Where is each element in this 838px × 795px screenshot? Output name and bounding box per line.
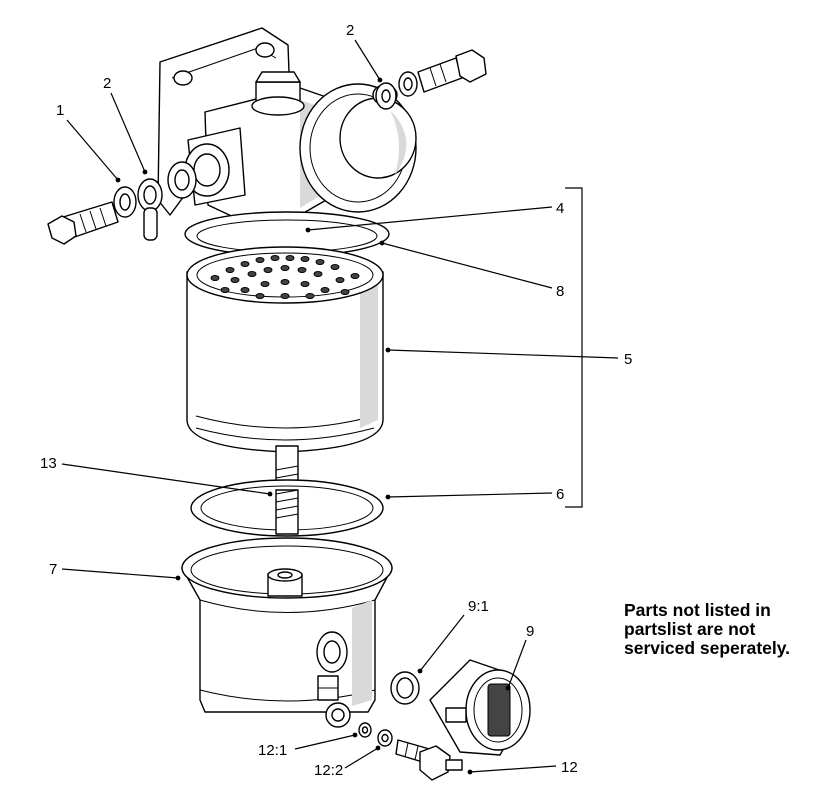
- sealing-washer-right: [375, 82, 397, 110]
- callout-12-2: 12:2: [314, 762, 343, 779]
- sealing-washer-inlet: [167, 161, 197, 199]
- service-note-line-3: serviced seperately.: [624, 638, 791, 658]
- leader-dots: [115, 77, 511, 775]
- filter-element: [186, 246, 384, 453]
- callout-1: 1: [56, 102, 64, 119]
- service-note: Parts not listed in partslist are not se…: [624, 601, 834, 658]
- inlet-banjo-bolt: [47, 201, 119, 245]
- callout-13: 13: [40, 455, 57, 472]
- service-note-line-1: Parts not listed in: [624, 600, 771, 620]
- banjo-fitting-left: [137, 178, 163, 241]
- callout-8: 8: [556, 283, 564, 300]
- callout-6: 6: [556, 486, 564, 503]
- sensor-sealing-washer: [390, 671, 420, 705]
- callout-2-left: 2: [103, 75, 111, 92]
- drain-plug: [395, 739, 463, 781]
- separator-bowl: [181, 537, 393, 728]
- callout-4: 4: [556, 200, 564, 217]
- sealing-washer-left: [113, 186, 137, 218]
- callout-7: 7: [49, 561, 57, 578]
- callout-9-1: 9:1: [468, 598, 489, 615]
- callout-12: 12: [561, 759, 578, 776]
- service-note-line-2: partslist are not: [624, 619, 756, 639]
- water-sensor: [429, 659, 531, 756]
- outlet-banjo-bolt: [398, 49, 487, 97]
- callout-5: 5: [624, 351, 632, 368]
- drain-washer-1: [358, 722, 372, 738]
- callout-9: 9: [526, 623, 534, 640]
- drain-washer-2: [377, 729, 393, 747]
- leader-lines: [61, 39, 619, 773]
- kit-bracket: [565, 187, 583, 508]
- callout-12-1: 12:1: [258, 742, 287, 759]
- callout-2-right: 2: [346, 22, 354, 39]
- bowl-sealing-ring: [190, 479, 384, 537]
